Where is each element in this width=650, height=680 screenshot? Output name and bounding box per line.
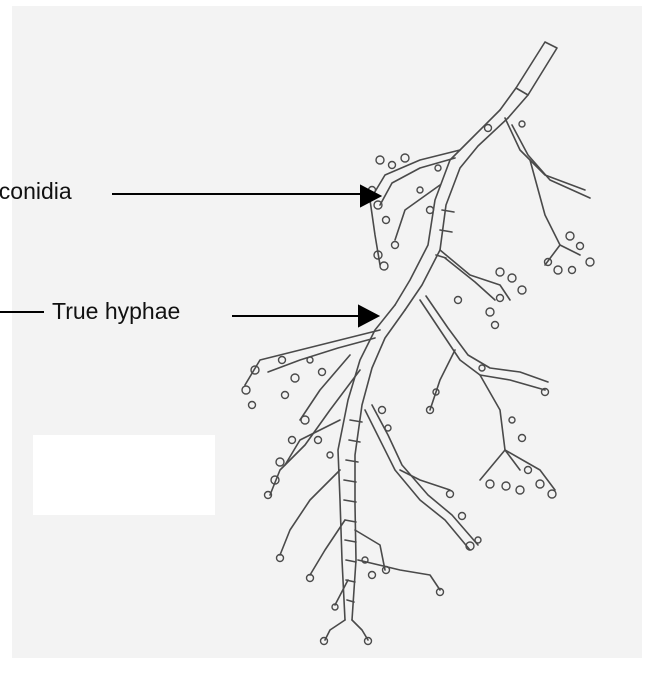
paper-background bbox=[12, 6, 642, 658]
blank-label-box bbox=[33, 435, 215, 515]
true-hyphae-label: True hyphae bbox=[52, 300, 180, 323]
blastoconidia-label: oconidia bbox=[0, 180, 72, 203]
